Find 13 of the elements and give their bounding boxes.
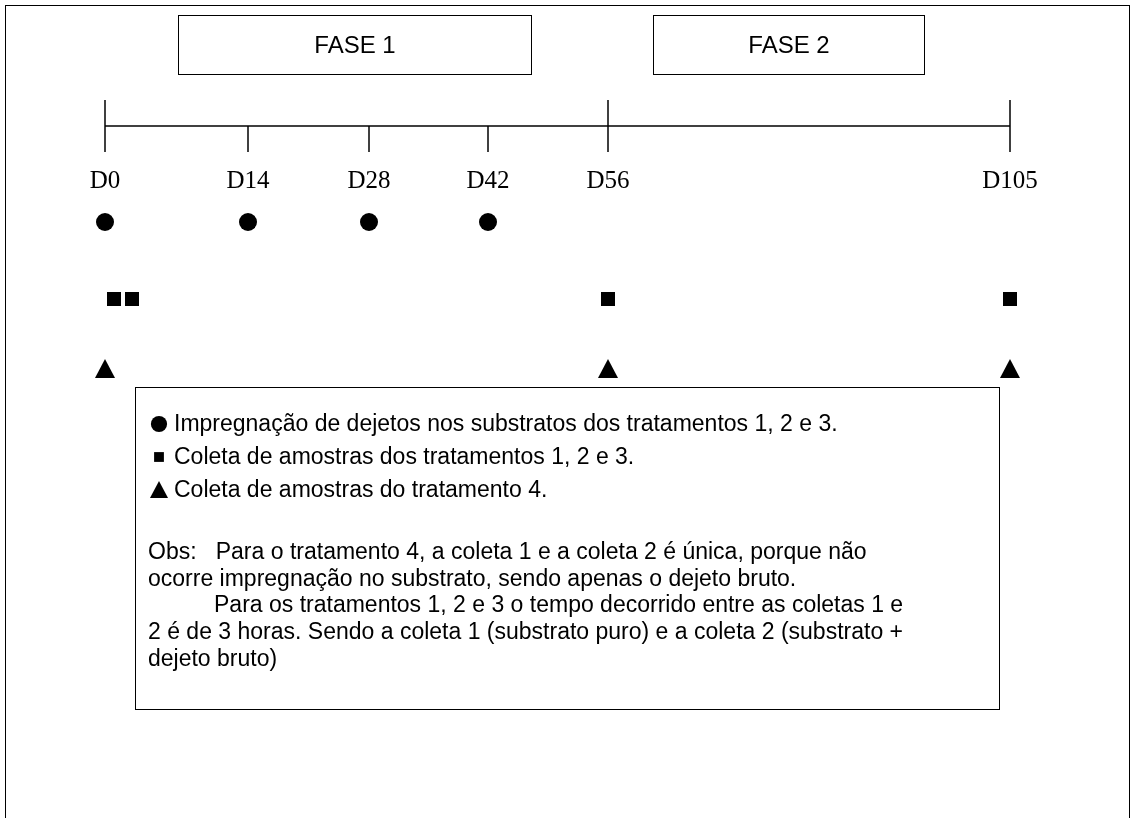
legend-text: Coleta de amostras do tratamento 4.: [174, 476, 548, 503]
day-label: D28: [347, 166, 391, 194]
phase-box: FASE 2: [653, 15, 925, 75]
day-label: D56: [586, 166, 630, 194]
note-text: Obs: Para o tratamento 4, a coleta 1 e a coleta 2 é única, porque não ocorre impregnação no substrato, sendo apenas o dejeto bruto.: [148, 538, 868, 592]
note-text: Para os tratamentos 1, 2 e 3 o tempo decorrido entre as coletas 1 e 2 é de 3 horas. Sendo a coleta 1 (substrato puro) e a coleta 2 (substrato + dejeto bruto): [148, 591, 905, 672]
legend-text: Impregnação de dejetos nos substratos dos tratamentos 1, 2 e 3.: [174, 410, 838, 437]
phase-box: FASE 1: [178, 15, 532, 75]
day-label: D105: [982, 166, 1038, 194]
day-label: D14: [226, 166, 270, 194]
day-label: D0: [89, 166, 121, 194]
day-label: D42: [466, 166, 510, 194]
legend-text: Coleta de amostras dos tratamentos 1, 2 e 3.: [174, 443, 635, 470]
